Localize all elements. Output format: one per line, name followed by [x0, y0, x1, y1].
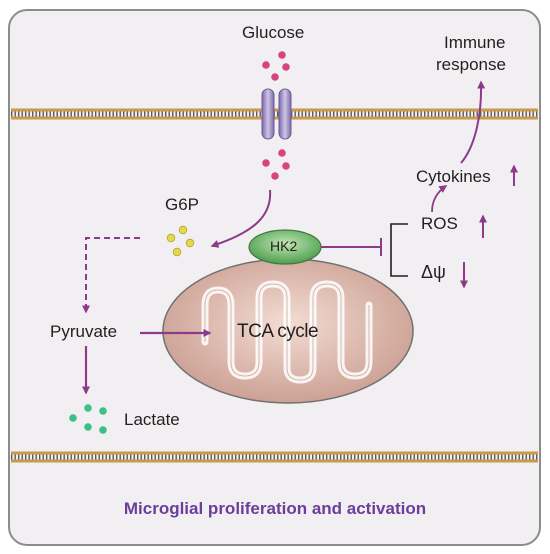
glucose-to-g6p-arrow [210, 189, 272, 248]
lactate-label: Lactate [124, 410, 180, 429]
cytokines-to-immune-arrow [460, 80, 486, 164]
g6p-label: G6P [165, 195, 200, 214]
immune-label-line1: Immune [444, 33, 506, 52]
pyruvate-label: Pyruvate [50, 322, 118, 341]
delta-psi-label: Δψ [421, 262, 446, 282]
bracket [390, 223, 408, 277]
glucose-molecules-inside [262, 149, 290, 180]
lactate-molecules [69, 404, 107, 434]
glucose-molecules-outside [262, 51, 290, 81]
g6p-to-pyruvate-dashed-arrow [82, 237, 140, 314]
immune-label-line2: response [436, 55, 506, 74]
cytokines-label: Cytokines [416, 167, 491, 186]
bottom-membrane [11, 451, 538, 463]
ros-label: ROS [421, 214, 458, 233]
caption: Microglial proliferation and activation [123, 499, 427, 518]
glucose-label: Glucose [242, 23, 305, 42]
glucose-transporter [261, 88, 292, 140]
g6p-molecules [166, 225, 195, 257]
tca-cycle-label: TCA cycle [237, 321, 319, 342]
hk2-label: HK2 [270, 238, 298, 254]
ros-to-cytokines-arrow [431, 185, 448, 213]
